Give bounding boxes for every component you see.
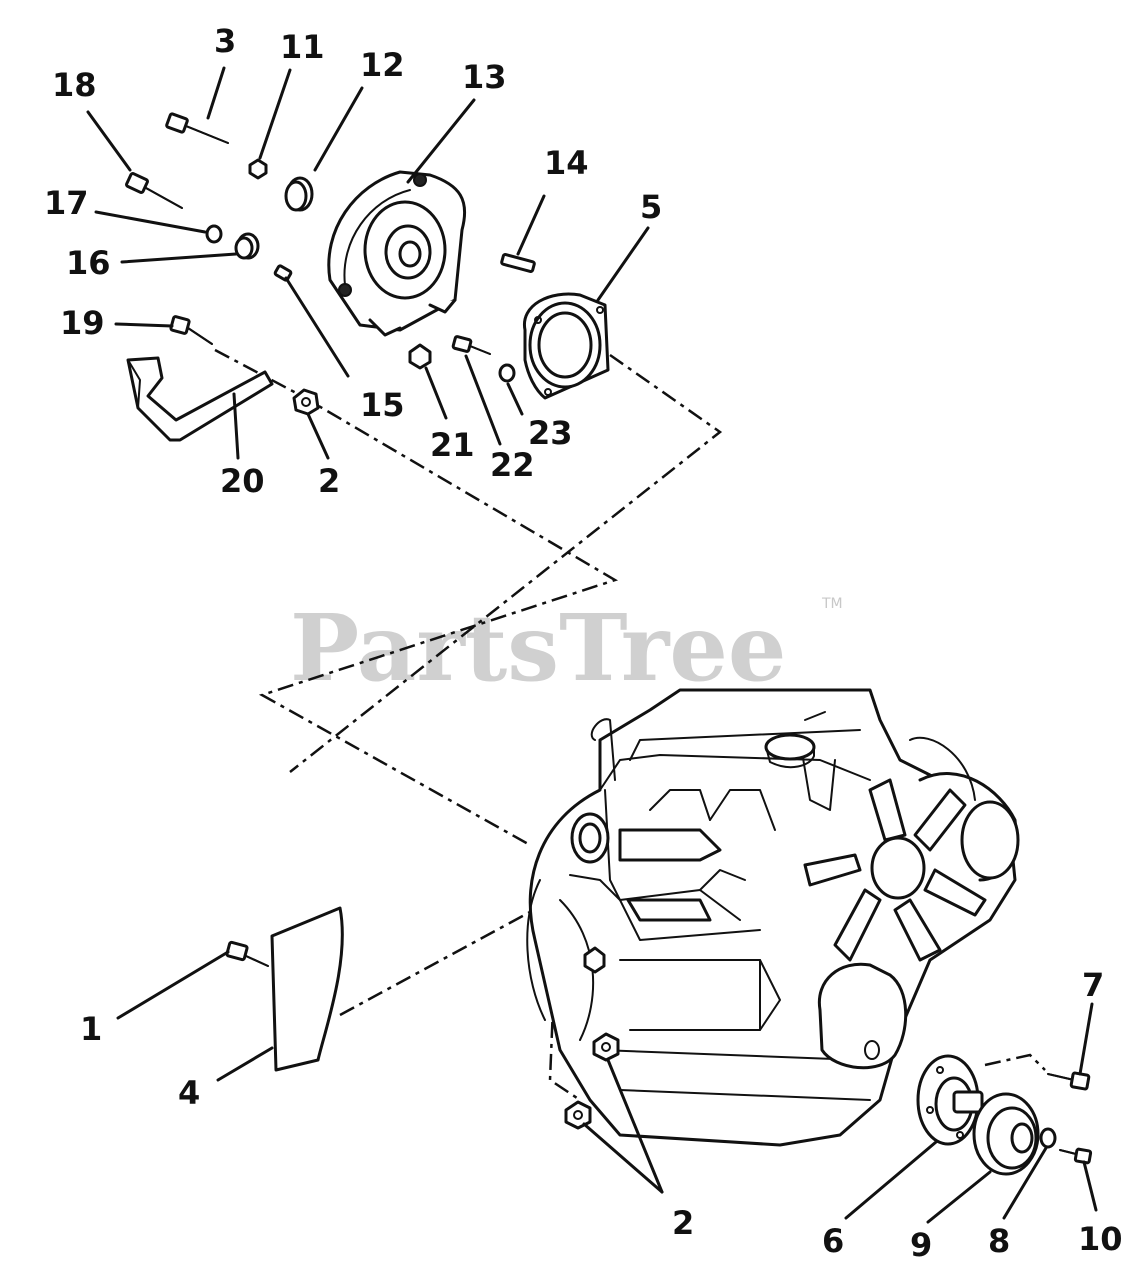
adapter-5 [523,292,610,400]
nut-2-small [583,946,606,974]
plate-4 [270,906,344,1072]
callout-21: 21 [430,426,475,464]
nut-2-lower-a [592,1032,620,1062]
nut-2-lower-b [564,1100,592,1130]
bolt-22 [451,335,491,355]
clutch-13 [327,170,467,337]
watermark-trademark: TM [821,596,843,612]
nut-11 [248,158,268,180]
callout-20: 20 [220,462,265,500]
spacer-12 [284,176,314,212]
bracket-20 [126,356,274,442]
callout-23: 23 [528,414,573,452]
callout-6: 6 [822,1222,844,1260]
bolt-18 [125,172,183,209]
spacer-16 [234,232,260,260]
callout-7: 7 [1082,966,1104,1004]
callout-10: 10 [1078,1220,1123,1258]
nut-2-upper [292,388,320,416]
callout-15: 15 [360,386,405,424]
callout-labels: 3 11 12 13 18 17 16 19 15 14 5 20 2 21 2… [44,22,1123,1264]
callout-17: 17 [44,184,89,222]
pin-15 [273,264,293,282]
bolt-7 [1047,1071,1091,1091]
watermark-brand: PartsTree [290,594,786,702]
washer-23 [498,363,516,383]
callout-22: 22 [490,446,535,484]
callout-2-upper: 2 [318,462,340,500]
bolt-1 [225,940,269,967]
callout-19: 19 [60,304,105,342]
key-14 [500,252,536,274]
callout-12: 12 [360,46,405,84]
nut-21 [408,343,432,370]
engine-fan [803,778,987,962]
bolt-19 [169,315,213,345]
engine [526,688,1020,1147]
callout-2-lower: 2 [672,1204,694,1242]
callout-5: 5 [640,188,662,226]
leader-lines [86,66,1098,1224]
callout-11: 11 [280,28,325,66]
callout-13: 13 [462,58,507,96]
callout-9: 9 [910,1226,932,1264]
callout-18: 18 [52,66,97,104]
callout-14: 14 [544,144,589,182]
flange-6 [916,1054,984,1146]
callout-1: 1 [80,1010,102,1048]
callout-3: 3 [214,22,236,60]
bolt-10 [1059,1147,1093,1165]
washer-17 [205,224,223,244]
callout-4: 4 [178,1074,200,1112]
callout-8: 8 [988,1222,1010,1260]
bolt-3 [165,112,229,144]
washer-8 [1039,1127,1057,1149]
pulley-9 [972,1092,1040,1176]
callout-16: 16 [66,244,111,282]
